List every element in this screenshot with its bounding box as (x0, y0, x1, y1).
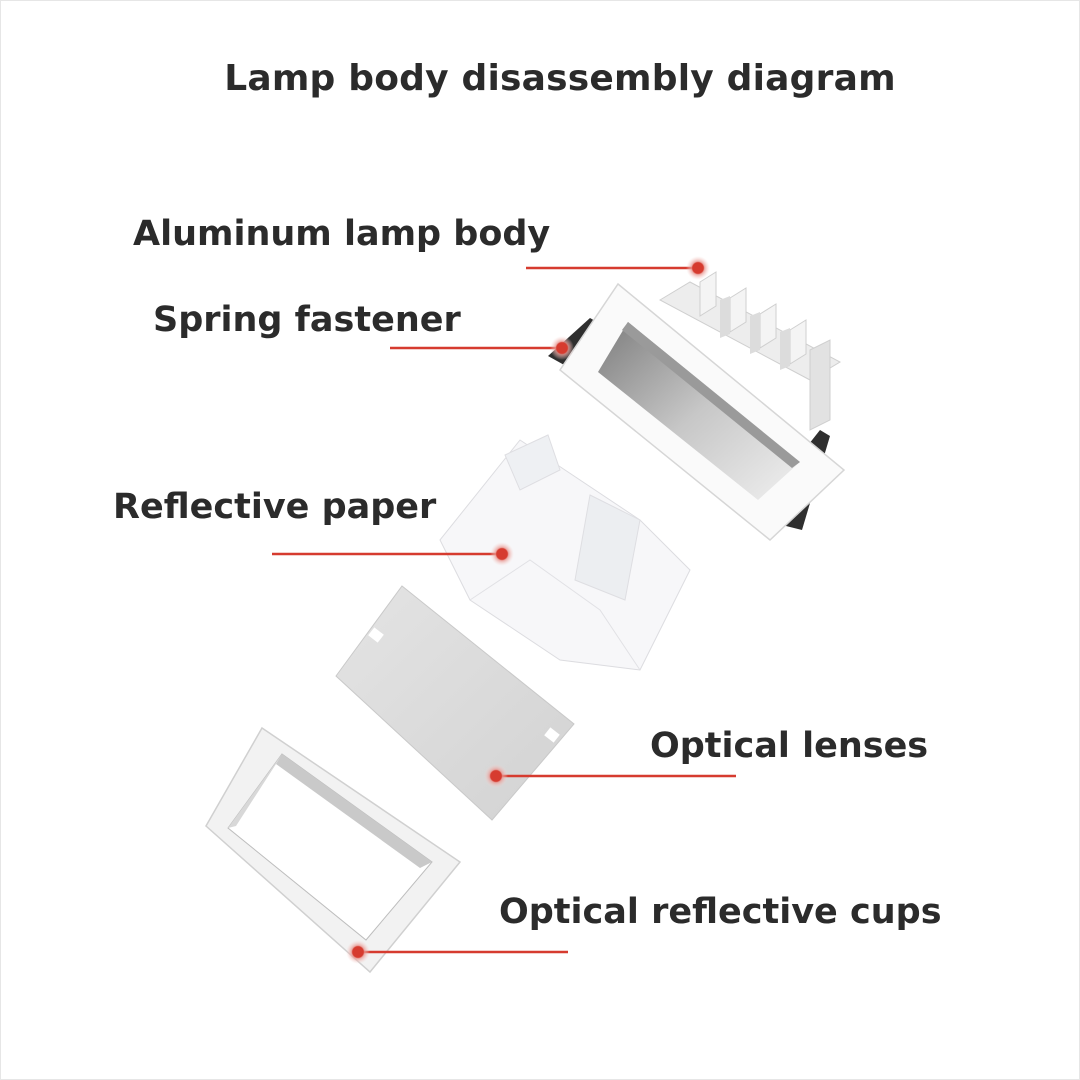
marker-optical-reflective-cups (346, 940, 370, 964)
lamp-body-front-frame (558, 282, 846, 541)
reflective-paper (439, 434, 691, 671)
marker-aluminum-lamp-body (686, 256, 710, 280)
marker-optical-lenses (484, 764, 508, 788)
markers (346, 256, 710, 964)
diagram-title: Lamp body disassembly diagram (224, 58, 896, 99)
optical-reflective-cups (205, 726, 462, 974)
label-optical-reflective-cups: Optical reflective cups (499, 892, 942, 932)
marker-spring-fastener (550, 336, 574, 360)
leader-lines (272, 266, 736, 954)
label-aluminum-lamp-body: Aluminum lamp body (133, 214, 551, 254)
label-reflective-paper: Reflective paper (113, 487, 437, 527)
label-spring-fastener: Spring fastener (153, 300, 461, 340)
optical-lenses (335, 585, 575, 821)
marker-reflective-paper (490, 542, 514, 566)
label-optical-lenses: Optical lenses (650, 726, 929, 766)
aluminum-lamp-body (658, 271, 842, 431)
